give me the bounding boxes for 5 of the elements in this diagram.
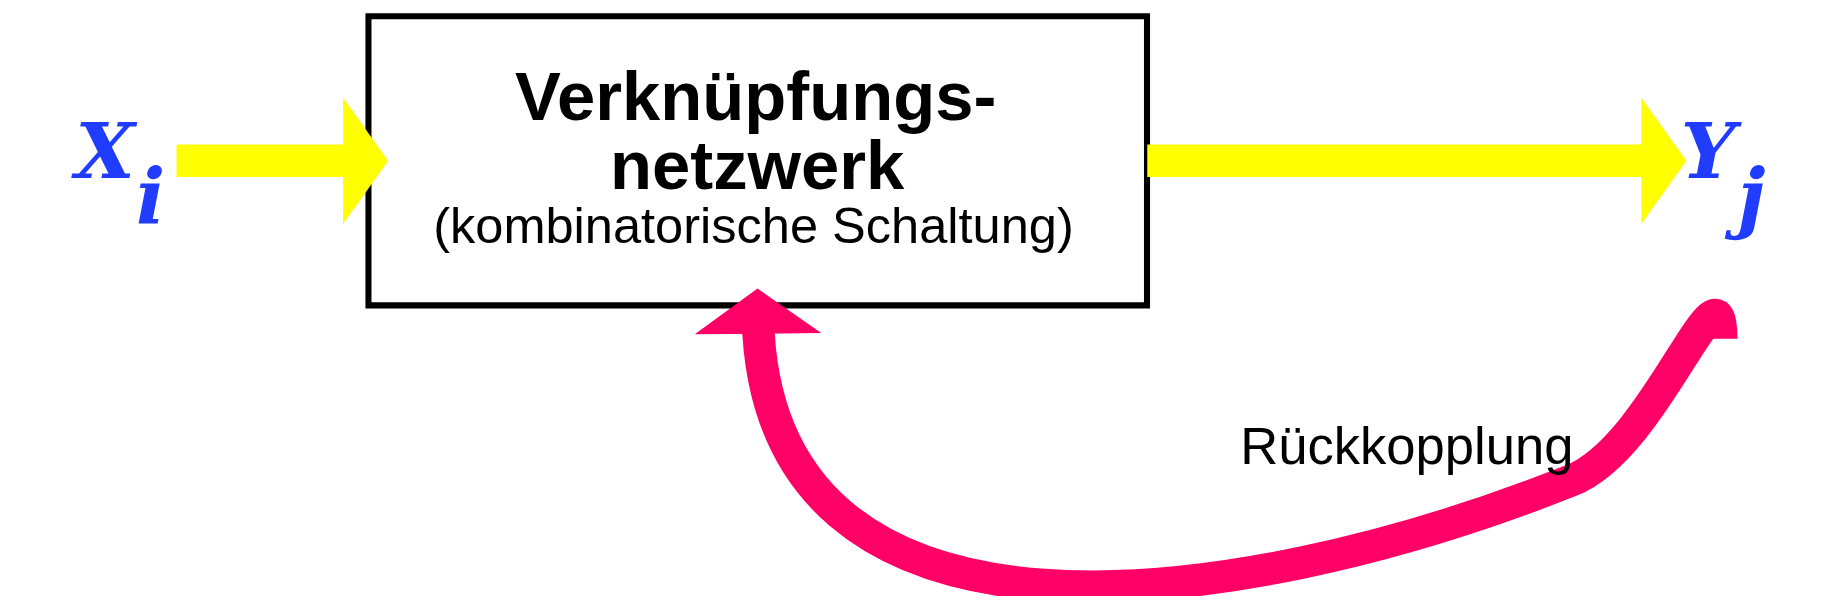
- node-box: Verknüpfungs- netzwerk (kombinatorische Schaltung): [364, 13, 1150, 309]
- arrow: [694, 288, 1737, 596]
- edge-label: Rückkopplung: [1239, 415, 1573, 475]
- arrow: [176, 97, 388, 225]
- arrow: [1146, 97, 1686, 225]
